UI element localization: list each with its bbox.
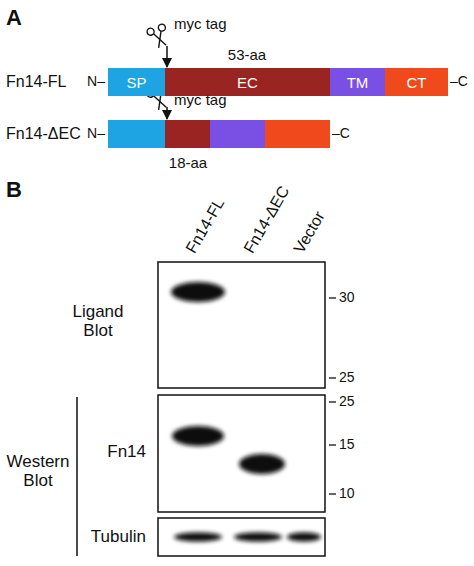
figure-label: Vector xyxy=(290,208,328,256)
blot-bands xyxy=(171,282,321,542)
figure-label: Fn14-FL xyxy=(182,195,227,256)
figure-label: Ligand Blot xyxy=(61,303,135,340)
figure-label: –C xyxy=(332,126,350,141)
domain-bar xyxy=(108,120,330,148)
domain-label: TM xyxy=(347,74,369,91)
cleavage-arrow xyxy=(166,46,168,67)
figure-label: Fn14-FL xyxy=(6,73,66,91)
domain-label: CT xyxy=(407,74,427,91)
domain-label: SP xyxy=(126,74,146,91)
figure-label: N– xyxy=(87,126,105,141)
figure-label: 53-aa xyxy=(228,47,266,64)
size-ticks xyxy=(329,298,336,494)
scissors-icon xyxy=(146,23,171,50)
figure-label: myc tag xyxy=(174,92,227,109)
figure-label: N– xyxy=(87,74,105,89)
domain-box: CT xyxy=(385,68,448,96)
figure-label: 25 xyxy=(339,394,355,409)
bracket-line xyxy=(76,397,78,556)
figure-label: 25 xyxy=(339,370,355,385)
figure-label: Fn14-ΔEC xyxy=(240,183,293,257)
figure-label: Fn14 xyxy=(107,443,146,462)
figure-label: 10 xyxy=(339,486,355,501)
figure-label: –C xyxy=(450,74,468,89)
blot-frame xyxy=(158,262,325,388)
figure-label: 18-aa xyxy=(169,155,207,172)
figure-label: 15 xyxy=(339,437,355,452)
domain-box: SP xyxy=(108,68,165,96)
figure-label: B xyxy=(6,178,22,202)
figure-label: Tubulin xyxy=(91,528,146,547)
figure-label: Fn14-ΔEC xyxy=(6,125,81,143)
figure-label: A xyxy=(6,6,22,30)
figure-label: Western Blot xyxy=(3,453,73,490)
domain-box: TM xyxy=(330,68,385,96)
blot-frame xyxy=(158,395,325,512)
cleavage-arrow xyxy=(166,107,168,119)
figure-label: 30 xyxy=(339,290,355,305)
figure-label: myc tag xyxy=(174,16,227,33)
domain-label: EC xyxy=(237,74,258,91)
blot-frame xyxy=(158,518,325,556)
